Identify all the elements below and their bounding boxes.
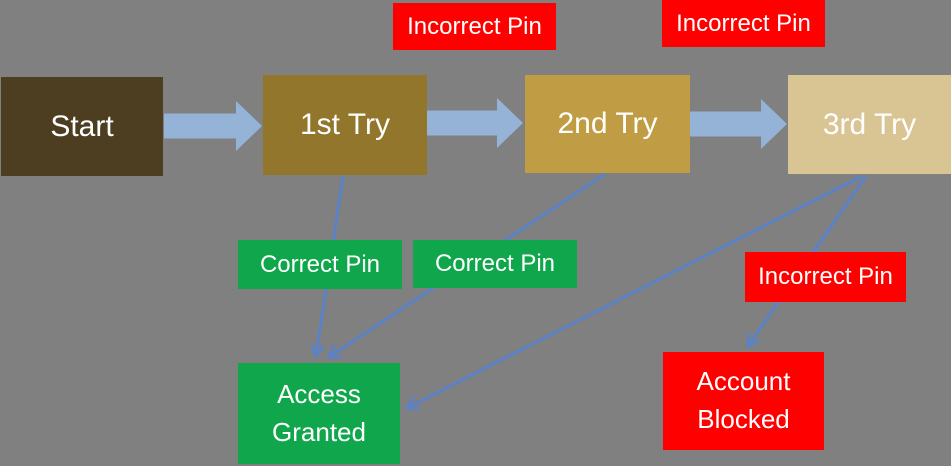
first-try-node-label: 1st Try (299, 108, 390, 141)
incorrect-pin-label-right: Incorrect Pin (745, 252, 906, 302)
incorrect-pin-label-text: Incorrect Pin (676, 9, 811, 37)
correct-pin-label-text: Correct Pin (259, 250, 381, 278)
correct-pin-label-text: Correct Pin (434, 250, 556, 277)
correct-pin-label-1: Correct Pin (238, 240, 402, 289)
start-node-label: Start (50, 109, 114, 143)
incorrect-pin-label-top-1: Incorrect Pin (393, 3, 556, 50)
block-arrow-try1-to-try2 (427, 98, 523, 148)
account-blocked-line2: Blocked (697, 404, 790, 434)
second-try-node-label: 2nd Try (557, 107, 658, 140)
connector-try3-to-access (404, 174, 863, 411)
third-try-node: 3rd Try (788, 75, 951, 174)
block-arrow-try2-to-try3 (690, 99, 787, 149)
second-try-node: 2nd Try (525, 75, 690, 173)
correct-pin-label-2: Correct Pin (413, 240, 577, 288)
incorrect-pin-label-text: Incorrect Pin (407, 12, 542, 40)
access-granted-line2: Granted (272, 416, 366, 447)
incorrect-pin-label-text: Incorrect Pin (758, 263, 893, 290)
account-blocked-line1: Account (696, 366, 791, 397)
third-try-node-label: 3rd Try (822, 107, 917, 141)
start-node: Start (1, 77, 163, 176)
incorrect-pin-label-top-2: Incorrect Pin (662, 0, 825, 47)
access-granted-line1: Access (277, 378, 361, 409)
block-arrow-start-to-try1 (164, 101, 262, 151)
first-try-node: 1st Try (263, 75, 427, 175)
account-blocked-node: Account Blocked (663, 352, 824, 450)
access-granted-node: Access Granted (238, 363, 400, 464)
